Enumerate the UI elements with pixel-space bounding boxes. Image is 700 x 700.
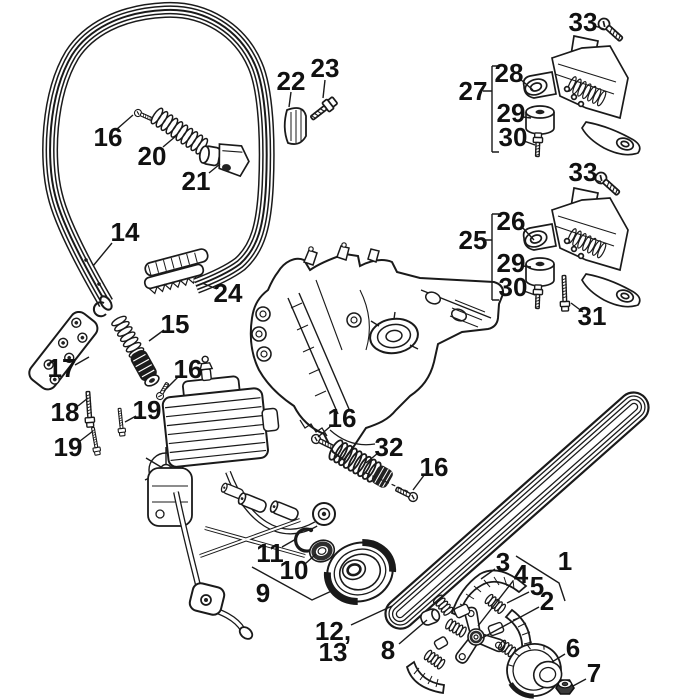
circlip-tip <box>308 527 314 533</box>
callout-16-top: 16 <box>94 122 123 152</box>
callout-9: 9 <box>256 578 270 608</box>
callout-18: 18 <box>51 397 80 427</box>
bearing-collar <box>369 311 419 355</box>
callout-13: 13 <box>319 637 348 667</box>
callout-12: 12, <box>315 616 351 646</box>
callout-27: 27 <box>459 76 488 106</box>
clutch-shoe-bottom <box>405 660 446 695</box>
spark-plug <box>199 355 214 382</box>
callout-20: 20 <box>138 141 167 171</box>
callout-10: 10 <box>280 555 309 585</box>
sleeve-mount-21 <box>198 143 250 178</box>
callout-11: 11 <box>256 538 284 568</box>
callout-31: 31 <box>578 301 607 331</box>
mount-plate-17 <box>28 310 99 391</box>
clutch-nut-7 <box>555 679 575 695</box>
callout-32: 32 <box>375 432 404 462</box>
cylinder <box>161 355 280 468</box>
engine-assembly <box>144 355 336 640</box>
callout-14: 14 <box>111 217 140 247</box>
handlebar <box>42 1 275 311</box>
callout-33-lower: 33 <box>569 157 598 187</box>
callout-24: 24 <box>214 278 243 308</box>
bearing-10 <box>308 539 336 563</box>
retaining-ring <box>92 301 107 318</box>
callout-7: 7 <box>587 658 601 688</box>
clutch-drum-6 <box>506 643 563 699</box>
buffer-29-upper <box>525 105 555 135</box>
callout-4: 4 <box>514 559 529 589</box>
callout-21: 21 <box>182 166 211 196</box>
callout-16-c: 16 <box>328 403 357 433</box>
callout-16-d: 16 <box>420 452 449 482</box>
callout-15: 15 <box>161 309 190 339</box>
buffer-29-lower <box>525 257 555 287</box>
callout-30-upper: 30 <box>499 122 528 152</box>
callout-2: 2 <box>540 586 554 616</box>
muffler <box>147 467 193 527</box>
callout-33-upper: 33 <box>569 7 598 37</box>
belt-pulley-9 <box>323 539 397 605</box>
callouts: 33 27 28 29 30 22 23 16 20 21 14 24 33 2… <box>48 7 607 688</box>
clamp-22 <box>283 107 307 145</box>
grip-molding <box>143 248 209 295</box>
callout-17: 17 <box>48 353 77 383</box>
callout-1: 1 <box>558 546 572 576</box>
callout-5: 5 <box>530 571 544 601</box>
callout-23: 23 <box>311 53 340 83</box>
callout-22: 22 <box>277 66 306 96</box>
clutch-assembly <box>405 569 575 699</box>
alignment-dashes <box>365 472 410 493</box>
support-frame <box>173 470 336 640</box>
callout-19-b: 19 <box>54 432 83 462</box>
gear-housing <box>249 242 505 462</box>
callout-16-mid: 16 <box>174 354 203 384</box>
spring-assembly-15 <box>111 315 160 387</box>
callout-30-lower: 30 <box>499 272 528 302</box>
callout-25: 25 <box>459 225 488 255</box>
callout-26: 26 <box>497 206 526 236</box>
callout-28: 28 <box>495 58 524 88</box>
v-belt-12-13 <box>384 391 650 630</box>
callout-29-lower: 29 <box>497 248 526 278</box>
leader-lines <box>74 25 605 687</box>
callout-19-a: 19 <box>133 395 162 425</box>
callout-8: 8 <box>381 635 395 665</box>
callout-3: 3 <box>496 547 510 577</box>
circlip-11 <box>293 527 314 553</box>
callout-6: 6 <box>566 633 580 663</box>
callout-29-upper: 29 <box>497 98 526 128</box>
